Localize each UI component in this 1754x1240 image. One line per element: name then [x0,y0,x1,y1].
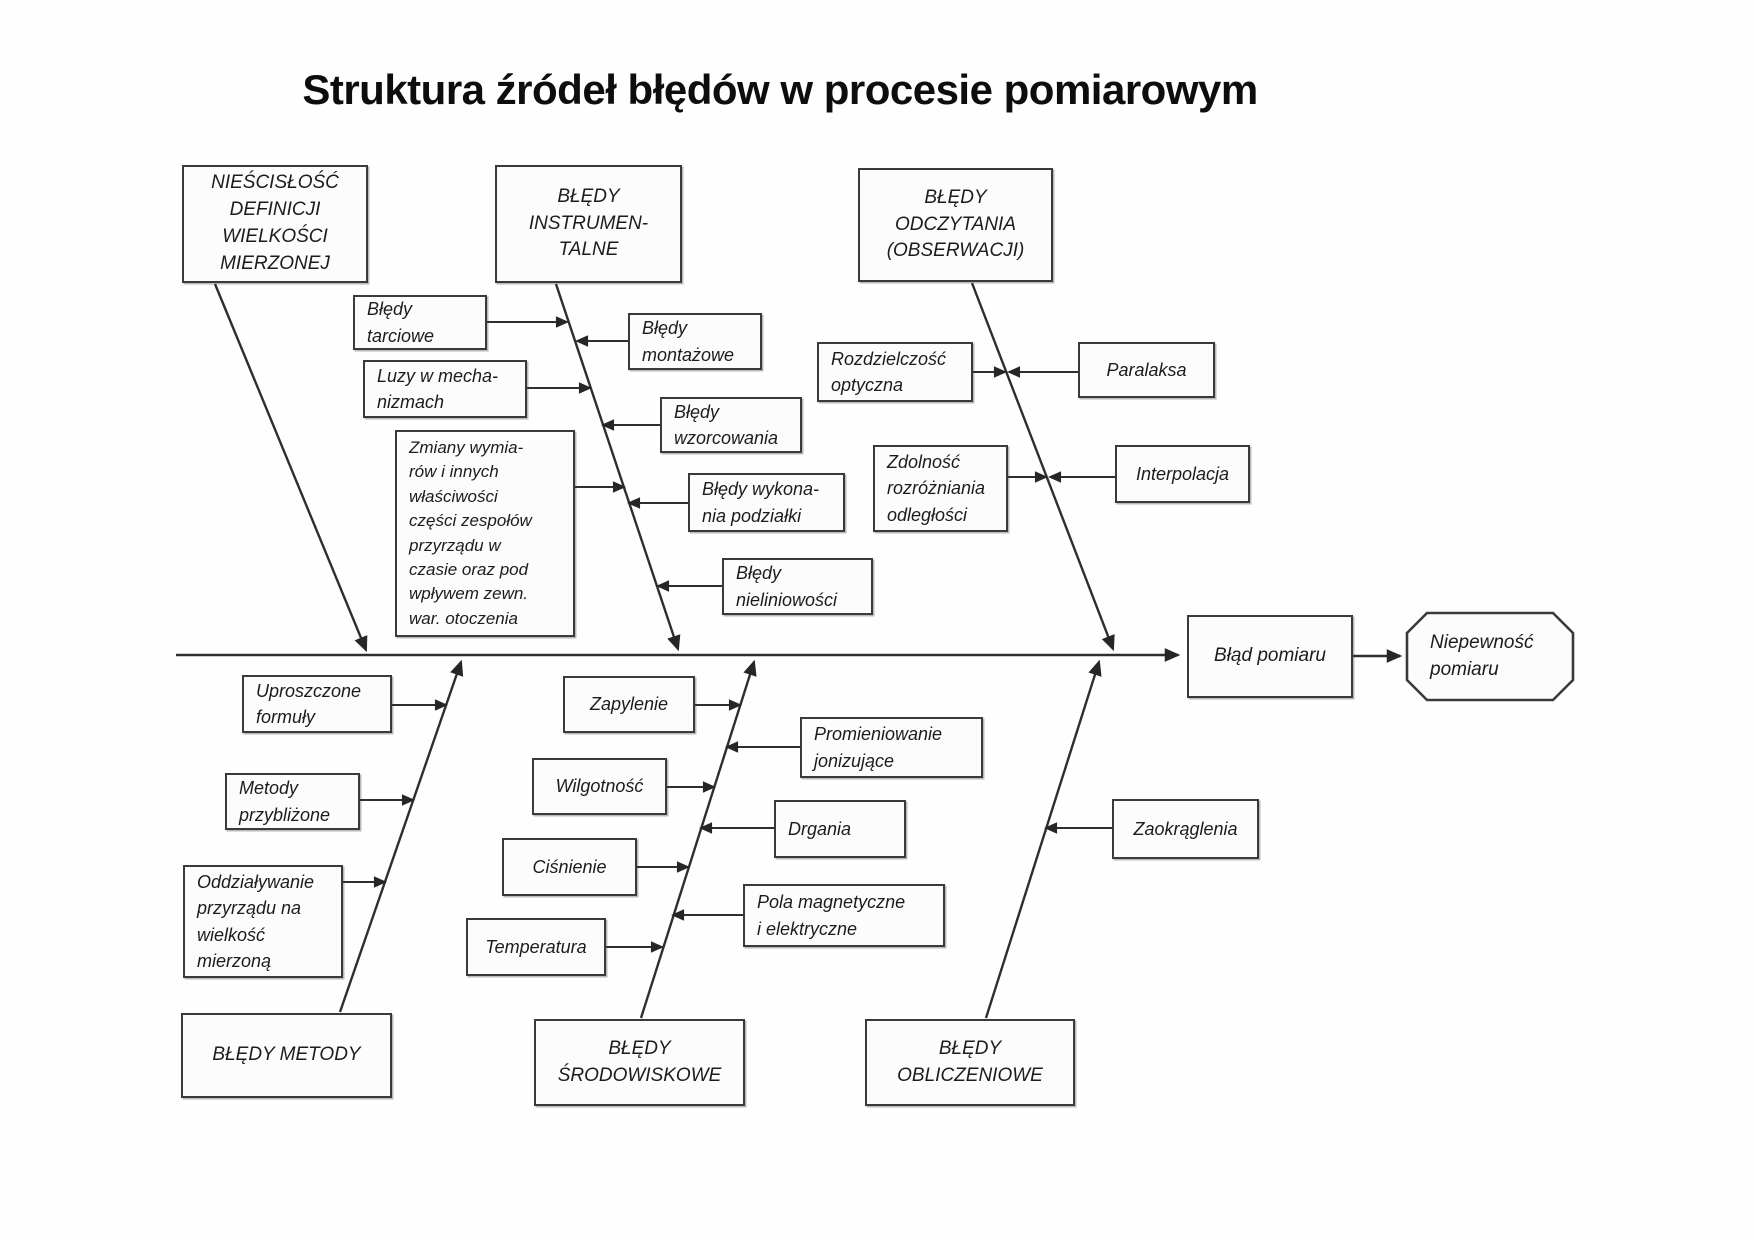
cause-box-temperatura: Temperatura [466,918,606,976]
cause-box-bledy-montazowe: Błędy montażowe [628,313,762,370]
cause-box-zapylenie: Zapylenie [563,676,695,733]
cause-box-wilgotnosc: Wilgotność [532,758,667,815]
cause-box-rozdzielczosc-optyczna: Rozdzielczość optyczna [817,342,973,402]
page-title: Struktura źródeł błędów w procesie pomia… [302,66,1258,113]
outcome-label-niepewnosc-pomiaru: Niepewność pomiaru [1430,631,1534,680]
cause-box-drgania: Drgania [774,800,906,858]
cause-box-pola-magnetyczne: Pola magnetyczne i elektryczne [743,884,945,947]
cause-box-oddzialywanie-przyrzadu: Oddziaływanie przyrządu na wielkość mier… [183,865,343,978]
outcome-octagon [1405,611,1575,702]
cause-box-bledy-tarciowe: Błędy tarciowe [353,295,487,350]
cause-box-zmiany-wymiarow: Zmiany wymia- rów i innych właściwości c… [395,430,575,637]
cause-box-paralaksa: Paralaksa [1078,342,1215,398]
branch-observation [970,282,1115,652]
cause-box-interpolacja: Interpolacja [1115,445,1250,503]
category-box-method: BŁĘDY METODY [181,1013,392,1098]
cause-box-uproszczone-formuly: Uproszczone formuły [242,675,392,733]
cause-box-bledy-wzorcowania: Błędy wzorcowania [660,397,802,453]
cause-box-bledy-wykonania-podzialki: Błędy wykona- nia podziałki [688,473,845,532]
category-box-definition: NIEŚCISŁOŚĆ DEFINICJI WIELKOŚCI MIERZONE… [182,165,368,283]
category-box-computation: BŁĘDY OBLICZENIOWE [865,1019,1075,1106]
branch-environment [639,659,757,1019]
cause-box-promieniowanie-jonizujace: Promieniowanie jonizujące [800,717,983,778]
category-box-environment: BŁĘDY ŚRODOWISKOWE [534,1019,745,1106]
cause-box-zdolnosc-rozrozniania: Zdolność rozróżniania odległości [873,445,1008,532]
cause-box-metody-przyblizone: Metody przybliżone [225,773,360,830]
branch-computation [984,659,1102,1019]
branch-definition [213,283,368,653]
effect-box-blad-pomiaru: Błąd pomiaru [1187,615,1353,698]
cause-box-cisnienie: Ciśnienie [502,838,637,896]
cause-box-luzy-w-mechanizmach: Luzy w mecha- nizmach [363,360,527,418]
category-box-instrumental: BŁĘDY INSTRUMEN- TALNE [495,165,682,283]
cause-box-zaokraglenia: Zaokrąglenia [1112,799,1259,859]
branch-method [338,659,464,1013]
category-box-observation: BŁĘDY ODCZYTANIA (OBSERWACJI) [858,168,1053,282]
cause-box-bledy-nieliniowosci: Błędy nieliniowości [722,558,873,615]
